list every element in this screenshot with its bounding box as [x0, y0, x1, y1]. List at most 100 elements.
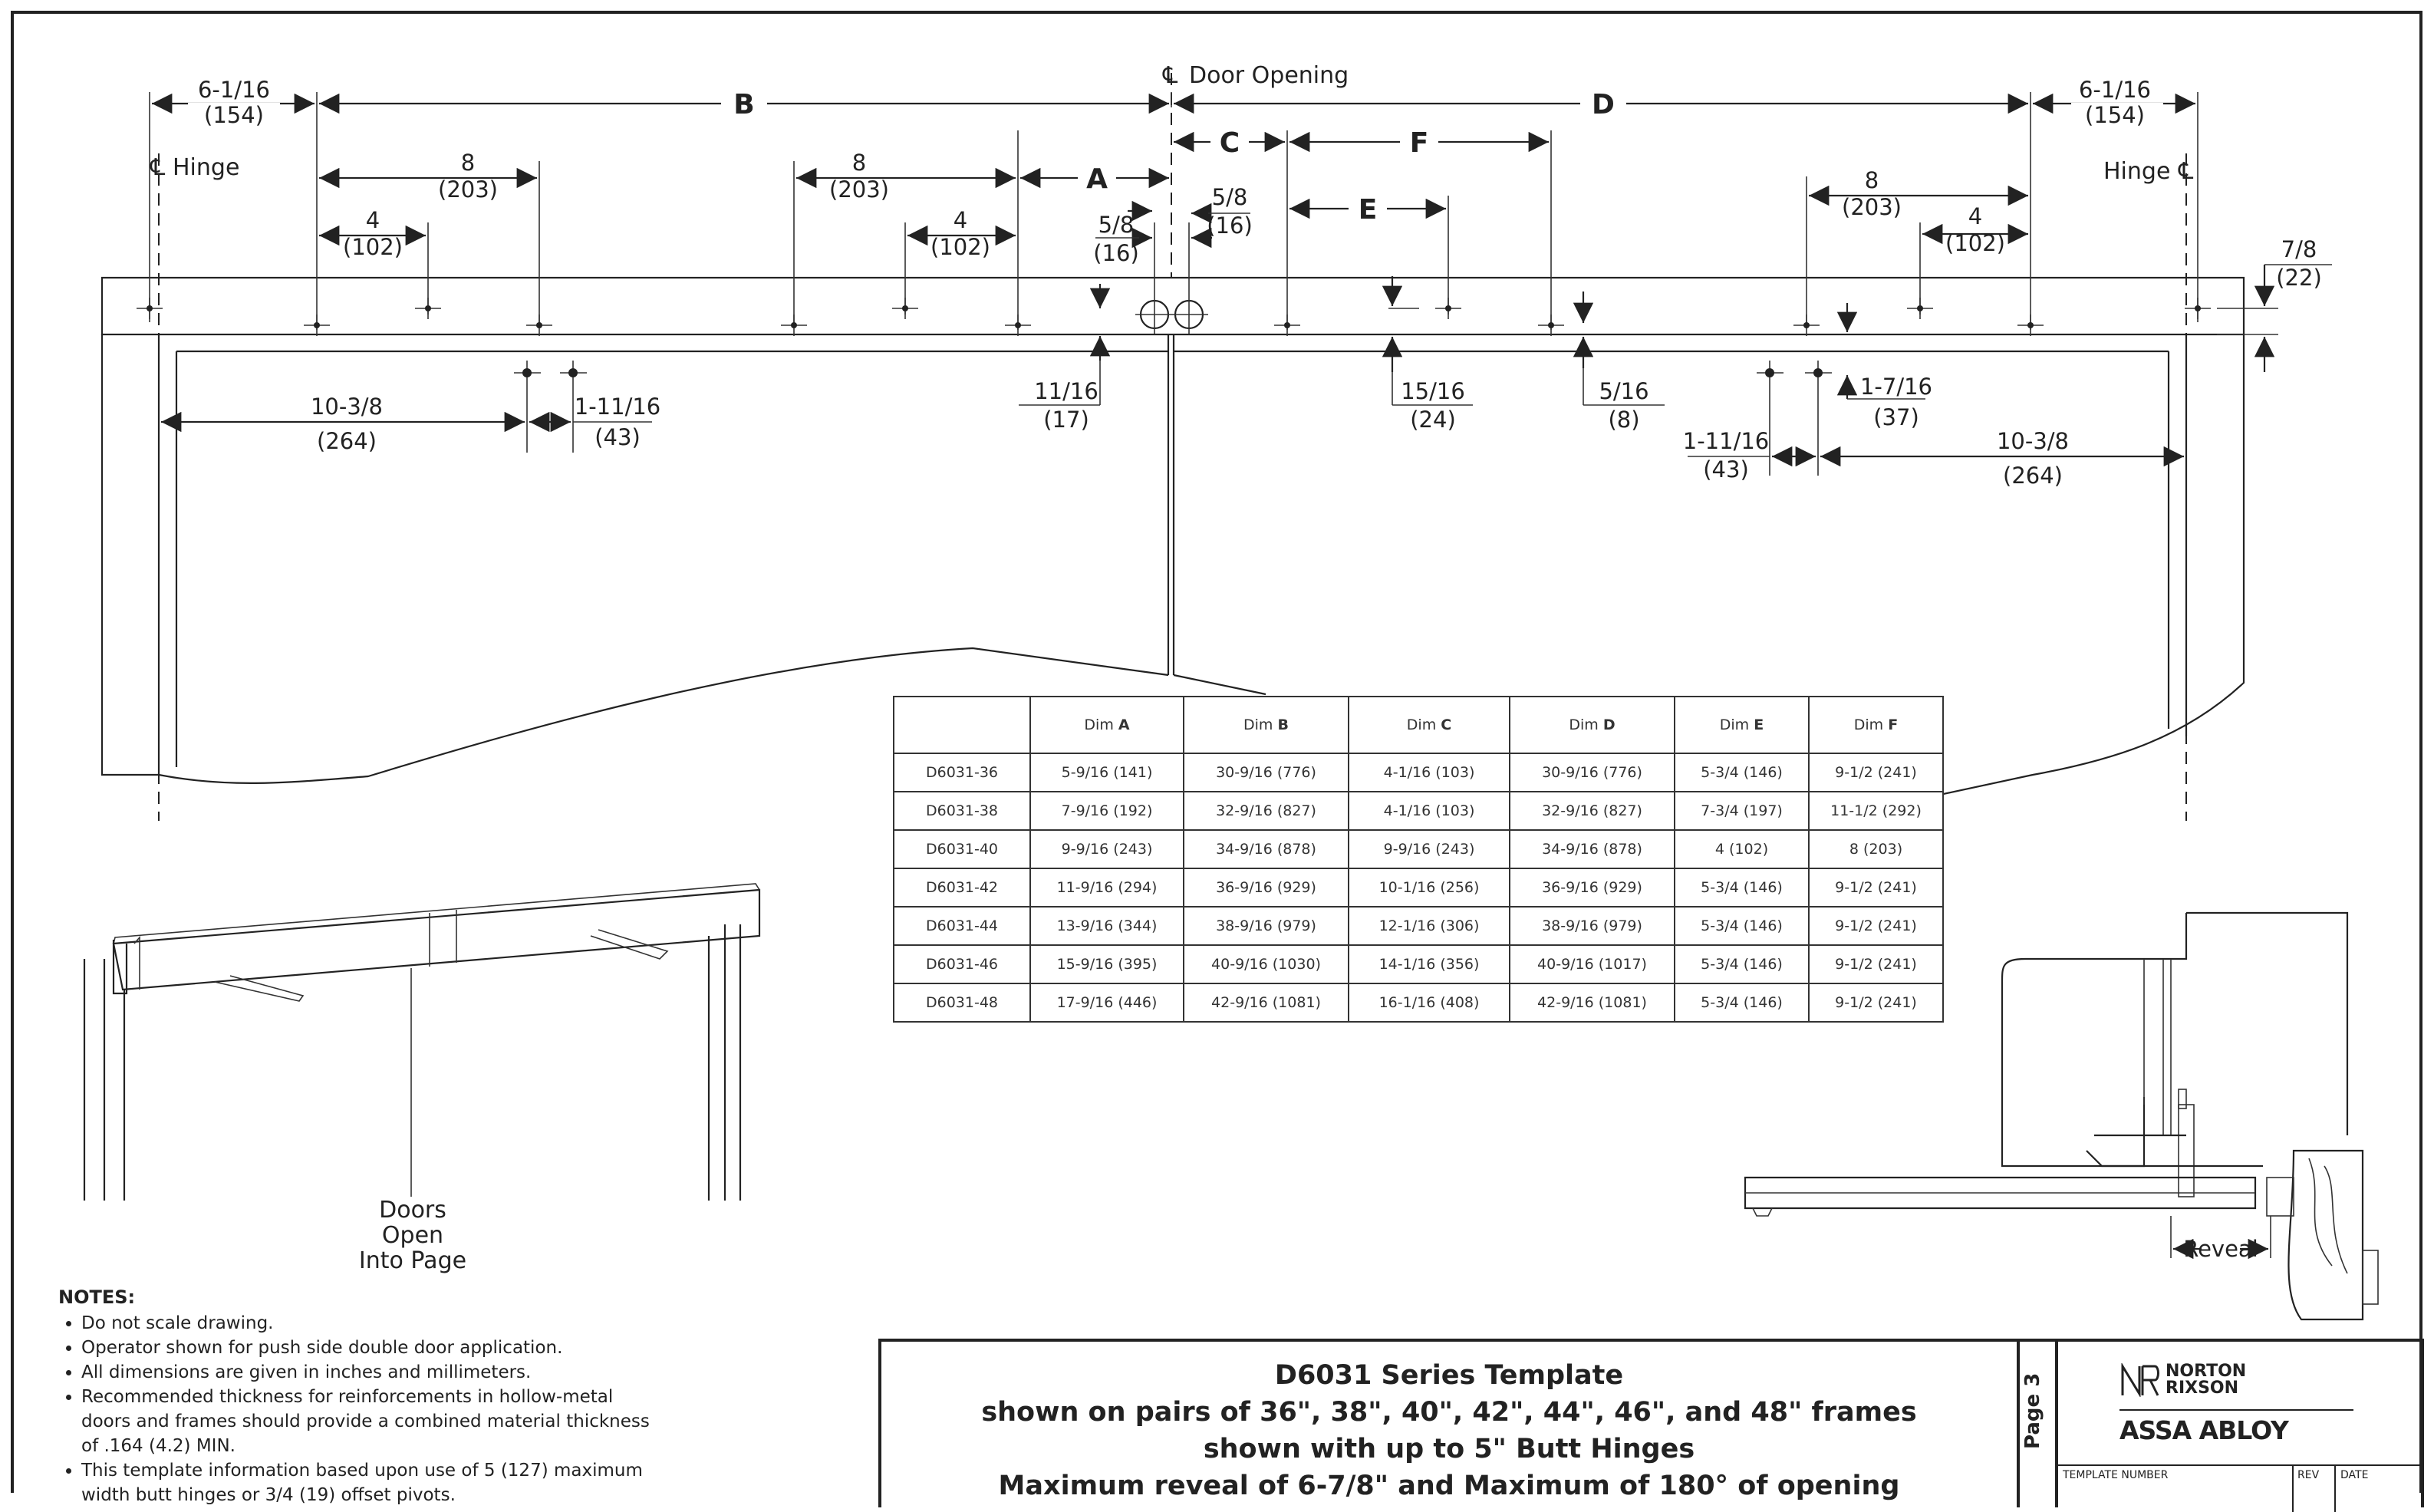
brand-name: NORTON RIXSON — [2166, 1362, 2247, 1398]
dim-a-cell: 7-9/16 (192) — [1029, 791, 1184, 831]
dim-a-cell: 17-9/16 (446) — [1029, 983, 1184, 1023]
dim-below-5-mm: (8) — [1608, 407, 1639, 433]
model-cell: D6031-38 — [893, 791, 1031, 831]
dim-d-cell: 42-9/16 (1081) — [1509, 983, 1675, 1023]
dim-e-cell: 7-3/4 (197) — [1674, 791, 1810, 831]
title-line-4: Maximum reveal of 6-7/8" and Maximum of … — [998, 1471, 1900, 1501]
dim-8-mm: (203) — [829, 176, 889, 203]
reveal-label: Reveal — [2183, 1236, 2258, 1262]
dim-c-cell: 4-1/16 (103) — [1348, 753, 1510, 792]
table-row: D6031-46 15-9/16 (395) 40-9/16 (1030) 14… — [893, 944, 1944, 984]
dim-b-cell: 32-9/16 (827) — [1183, 791, 1349, 831]
centerline-symbol: ℄ — [1162, 62, 1177, 89]
dim-edge-mm: (22) — [2276, 265, 2322, 291]
lower-dimensions: 10-3/8 (264) 1-11/16 (43) 11/16 (17) 15/… — [161, 276, 2184, 489]
dim-b-cell: 40-9/16 (1030) — [1183, 944, 1349, 984]
dim-a-cell: 13-9/16 (344) — [1029, 906, 1184, 946]
model-cell: D6031-46 — [893, 944, 1031, 984]
dim-below-1-mm: (264) — [317, 428, 377, 454]
dim-below-4-in: 15/16 — [1401, 378, 1465, 404]
dim-below-2-mm: (43) — [595, 424, 641, 450]
dim-b-cell: 30-9/16 (776) — [1183, 753, 1349, 792]
dim-F-label: F — [1410, 127, 1429, 159]
center-lines — [158, 73, 2187, 821]
dim-4-in: 4 — [366, 207, 380, 233]
iso-caption-line-3: Into Page — [359, 1247, 466, 1274]
table-header-dim-f: Dim F — [1808, 696, 1944, 754]
dim-c-cell: 14-1/16 (356) — [1348, 944, 1510, 984]
dim-right-hinge-mm: (154) — [2085, 102, 2145, 128]
model-cell: D6031-48 — [893, 983, 1031, 1023]
dim-f-cell: 9-1/2 (241) — [1808, 868, 1944, 908]
dim-a-cell: 11-9/16 (294) — [1029, 868, 1184, 908]
date-label: DATE — [2340, 1469, 2369, 1481]
dim-c-cell: 10-1/16 (256) — [1348, 868, 1510, 908]
table-row: D6031-40 9-9/16 (243) 34-9/16 (878) 9-9/… — [893, 829, 1944, 869]
dim-right-hinge-in: 6-1/16 — [2079, 77, 2151, 103]
dim-d-cell: 40-9/16 (1017) — [1509, 944, 1675, 984]
table-row: D6031-48 17-9/16 (446) 42-9/16 (1081) 16… — [893, 983, 1944, 1023]
table-row: D6031-38 7-9/16 (192) 32-9/16 (827) 4-1/… — [893, 791, 1944, 831]
dim-a-cell: 5-9/16 (141) — [1029, 753, 1184, 792]
dim-below-5-in: 5/16 — [1599, 378, 1648, 404]
iso-caption-line-1: Doors — [379, 1197, 446, 1224]
page-number-cell: Page 3 — [2020, 1339, 2058, 1507]
page-border — [11, 11, 2422, 1493]
dim-b-cell: 42-9/16 (1081) — [1183, 983, 1349, 1023]
note-item: This template information based upon use… — [81, 1458, 657, 1507]
dim-A-label: A — [1086, 163, 1108, 195]
dimension-table: Dim A Dim B Dim C Dim D Dim E Dim F D603… — [893, 696, 1944, 1023]
model-cell: D6031-40 — [893, 829, 1031, 869]
title-line-2: shown on pairs of 36", 38", 40", 42", 44… — [981, 1397, 1917, 1428]
dim-d-cell: 36-9/16 (929) — [1509, 868, 1675, 908]
dim-8-mm: (203) — [1842, 194, 1902, 220]
title-block: D6031 Series Template shown on pairs of … — [878, 1339, 2020, 1507]
dim-4-mm: (102) — [930, 234, 990, 260]
table-header-dim-a: Dim A — [1029, 696, 1184, 754]
dim-c-cell: 9-9/16 (243) — [1348, 829, 1510, 869]
dim-hole-left-in: 5/8 — [1098, 212, 1135, 238]
dim-B-label: B — [733, 89, 754, 120]
model-cell: D6031-42 — [893, 868, 1031, 908]
table-row: D6031-42 11-9/16 (294) 36-9/16 (929) 10-… — [893, 868, 1944, 908]
dim-edge-in: 7/8 — [2281, 236, 2317, 262]
dim-below-1-in: 10-3/8 — [311, 394, 383, 420]
centerline-symbol: ℄ — [2178, 158, 2193, 185]
hinge-right-label: Hinge — [2103, 158, 2170, 185]
page-number: Page 3 — [2021, 1372, 2044, 1449]
dim-left-hinge-mm: (154) — [204, 102, 264, 128]
dim-a-cell: 9-9/16 (243) — [1029, 829, 1184, 869]
frame-outline — [100, 276, 2245, 799]
dim-b-cell: 34-9/16 (878) — [1183, 829, 1349, 869]
dim-8-in: 8 — [1865, 167, 1879, 193]
dim-below-7-in: 1-11/16 — [1683, 428, 1770, 454]
dim-below-7-mm: (43) — [1703, 456, 1749, 483]
dim-8-in: 8 — [852, 150, 866, 176]
note-item: All dimensions are given in inches and m… — [81, 1360, 657, 1385]
table-header-row: Dim A Dim B Dim C Dim D Dim E Dim F — [893, 696, 1944, 754]
dim-c-cell: 12-1/16 (306) — [1348, 906, 1510, 946]
table-row: D6031-36 5-9/16 (141) 30-9/16 (776) 4-1/… — [893, 753, 1944, 792]
dim-f-cell: 9-1/2 (241) — [1808, 983, 1944, 1023]
dim-left-hinge-in: 6-1/16 — [198, 77, 270, 103]
dim-c-cell: 4-1/16 (103) — [1348, 791, 1510, 831]
center-holes: 5/8 (16) 5/8 (16) — [1093, 184, 1253, 334]
dim-hole-right-in: 5/8 — [1212, 184, 1248, 210]
model-cell: D6031-36 — [893, 753, 1031, 792]
table-header-dim-c: Dim C — [1348, 696, 1510, 754]
notes-list: Do not scale drawing. Operator shown for… — [58, 1311, 657, 1507]
spacing-dimensions: 8 (203) 4 (102) 8 (203) 4 (102) 8 (203) … — [319, 150, 2028, 326]
table-header-dim-d: Dim D — [1509, 696, 1675, 754]
dim-C-label: C — [1220, 127, 1240, 159]
dim-4-mm: (102) — [1945, 230, 2005, 256]
dim-d-cell: 32-9/16 (827) — [1509, 791, 1675, 831]
dim-f-cell: 9-1/2 (241) — [1808, 906, 1944, 946]
logo-cell: NORTON RIXSON ASSA ABLOY TEMPLATE NUMBER… — [2058, 1339, 2424, 1512]
template-number-label: TEMPLATE NUMBER — [2063, 1469, 2169, 1481]
dim-f-cell: 9-1/2 (241) — [1808, 944, 1944, 984]
dim-e-cell: 5-3/4 (146) — [1674, 906, 1810, 946]
dim-f-cell: 8 (203) — [1808, 829, 1944, 869]
dim-a-cell: 15-9/16 (395) — [1029, 944, 1184, 984]
model-cell: D6031-44 — [893, 906, 1031, 946]
